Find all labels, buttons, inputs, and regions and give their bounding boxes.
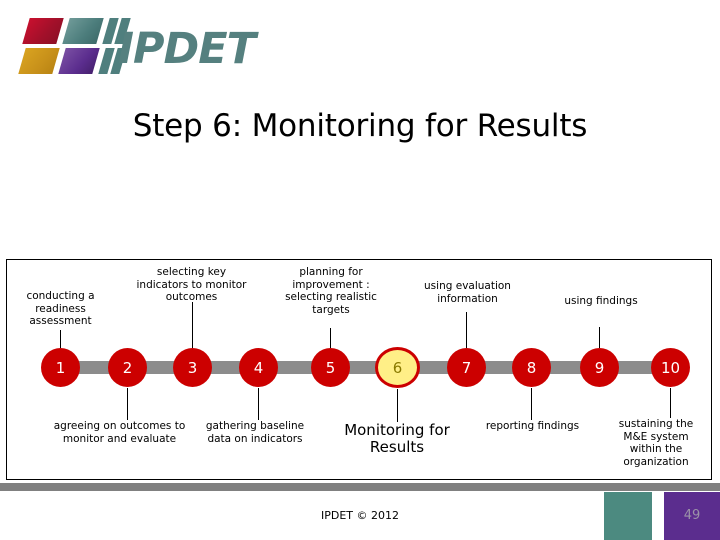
node-caption-5: planning for improvement : selecting rea… [285,266,377,316]
caption-connector-10 [670,388,671,418]
footer-swatch-teal [604,492,652,540]
page-number: 49 [683,508,701,523]
caption-connector-5 [330,328,331,348]
caption-connector-2 [127,388,128,420]
red-tile [22,18,64,44]
caption-connector-9 [599,327,600,348]
node-caption-7: using evaluation information [424,280,511,305]
ipdet-logo: IPDET [18,16,256,78]
node-caption-6: Monitoring for Results [344,421,450,456]
node-caption-10: sustaining the M&E system within the org… [618,418,694,468]
caption-connector-3 [192,302,193,348]
slide-title: Step 6: Monitoring for Results [132,108,588,144]
node-caption-1: conducting a readiness assessment [26,290,95,327]
caption-connector-6 [397,389,398,422]
timeline-node-2[interactable]: 2 [108,348,147,387]
footer-copyright: IPDET © 2012 [320,509,399,522]
timeline-node-3[interactable]: 3 [173,348,212,387]
caption-connector-4 [258,388,259,420]
timeline-node-9[interactable]: 9 [580,348,619,387]
timeline-node-8[interactable]: 8 [512,348,551,387]
logo-tiles [18,16,131,78]
footer-divider [0,483,720,491]
purple-tile [58,48,100,74]
timeline-node-7[interactable]: 7 [447,348,486,387]
node-caption-4: gathering baseline data on indicators [205,420,305,445]
node-caption-2: agreeing on outcomes to monitor and eval… [53,420,186,445]
gold-tile [18,48,60,74]
timeline-node-10[interactable]: 10 [651,348,690,387]
footer-swatch-purple [664,492,720,540]
timeline-node-6[interactable]: 6 [375,347,420,388]
logo-wordmark: IPDET [118,24,256,74]
timeline-node-4[interactable]: 4 [239,348,278,387]
caption-connector-8 [531,388,532,420]
node-caption-9: using findings [564,295,638,307]
timeline-node-1[interactable]: 1 [41,348,80,387]
caption-connector-7 [466,312,467,348]
teal-tile [62,18,104,44]
node-caption-3: selecting key indicators to monitor outc… [136,266,247,303]
timeline-node-5[interactable]: 5 [311,348,350,387]
caption-connector-1 [60,330,61,348]
node-caption-8: reporting findings [485,420,580,432]
